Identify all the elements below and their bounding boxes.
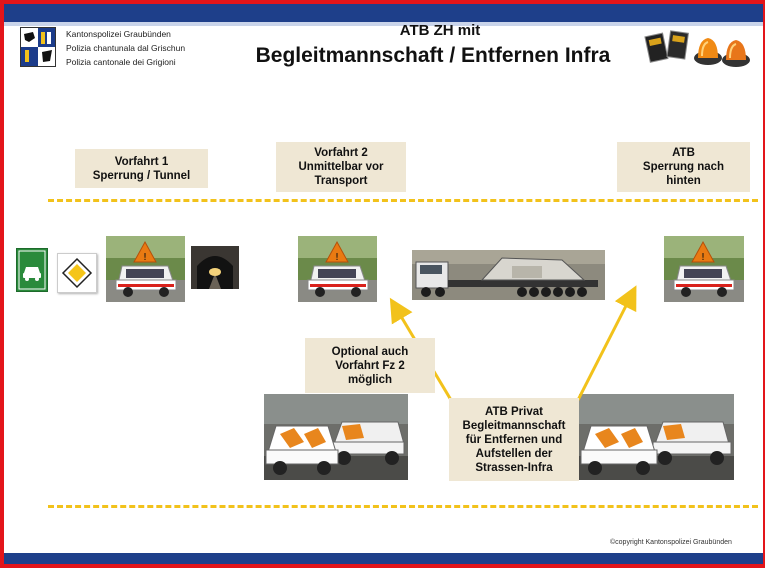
box-line: Vorfahrt 1 — [114, 155, 169, 168]
box-line: Strassen-Infra — [475, 461, 553, 474]
box-line: Aufstellen der — [475, 447, 553, 460]
svg-text:!: ! — [143, 252, 147, 263]
box-line: Sperrung nach — [642, 161, 725, 173]
header — [4, 26, 763, 76]
box-line: ATB — [672, 147, 695, 159]
road-marking-bottom — [48, 505, 758, 508]
top-bar — [0, 0, 765, 26]
copyright-text: ©copyright Kantonspolizei Graubünden — [610, 539, 732, 546]
title-line-1: ATB ZH mit — [399, 22, 481, 39]
box-vorfahrt-2: Vorfahrt 2 Unmittelbar vor Transport — [276, 142, 406, 192]
road-marking-top — [48, 199, 758, 202]
org-line: Polizia cantonale dei Grigioni — [66, 57, 176, 67]
police-car-3-image: ! — [664, 236, 744, 302]
box-line: ATB Privat — [485, 405, 543, 418]
svg-text:!: ! — [701, 252, 705, 263]
police-car-1-image: ! — [106, 236, 185, 302]
arrow-to-atb — [576, 285, 637, 401]
box-line: möglich — [347, 373, 393, 386]
title-line-2: Begleitmannschaft / Entfernen Infra — [255, 44, 611, 67]
box-line: hinten — [666, 175, 701, 187]
heavy-transport-image — [412, 250, 605, 300]
box-optional: Optional auch Vorfahrt Fz 2 möglich — [305, 338, 435, 393]
box-atb-privat: ATB Privat Begleitmannschaft für Entfern… — [449, 398, 579, 481]
organization-names: Kantonspolizei Graubünden Polizia chantu… — [66, 27, 185, 69]
car-sign-icon — [16, 248, 48, 292]
box-line: Vorfahrt 2 — [314, 147, 368, 159]
box-vorfahrt-1: Vorfahrt 1 Sperrung / Tunnel — [75, 149, 208, 188]
police-car-2-image: ! — [298, 236, 377, 302]
bottom-bar — [0, 553, 765, 568]
header-illustration — [642, 28, 754, 72]
box-line: Sperrung / Tunnel — [92, 169, 191, 182]
box-line: für Entfernen und — [465, 433, 563, 446]
box-line: Vorfahrt Fz 2 — [335, 359, 405, 372]
coat-of-arms-icon — [20, 27, 56, 67]
box-line: Optional auch — [331, 345, 409, 358]
org-line: Kantonspolizei Graubünden — [66, 29, 171, 39]
org-line: Polizia chantunala dal Grischun — [66, 43, 186, 53]
svg-text:!: ! — [335, 252, 339, 263]
escort-vehicles-1-image — [264, 394, 408, 480]
box-atb: ATB Sperrung nach hinten — [617, 142, 750, 192]
box-line: Unmittelbar vor — [298, 161, 384, 173]
box-line: Begleitmannschaft — [462, 419, 566, 432]
escort-vehicles-2-image — [579, 394, 734, 480]
box-line: Transport — [314, 175, 368, 187]
priority-road-icon — [57, 253, 97, 293]
tunnel-image — [191, 246, 239, 289]
